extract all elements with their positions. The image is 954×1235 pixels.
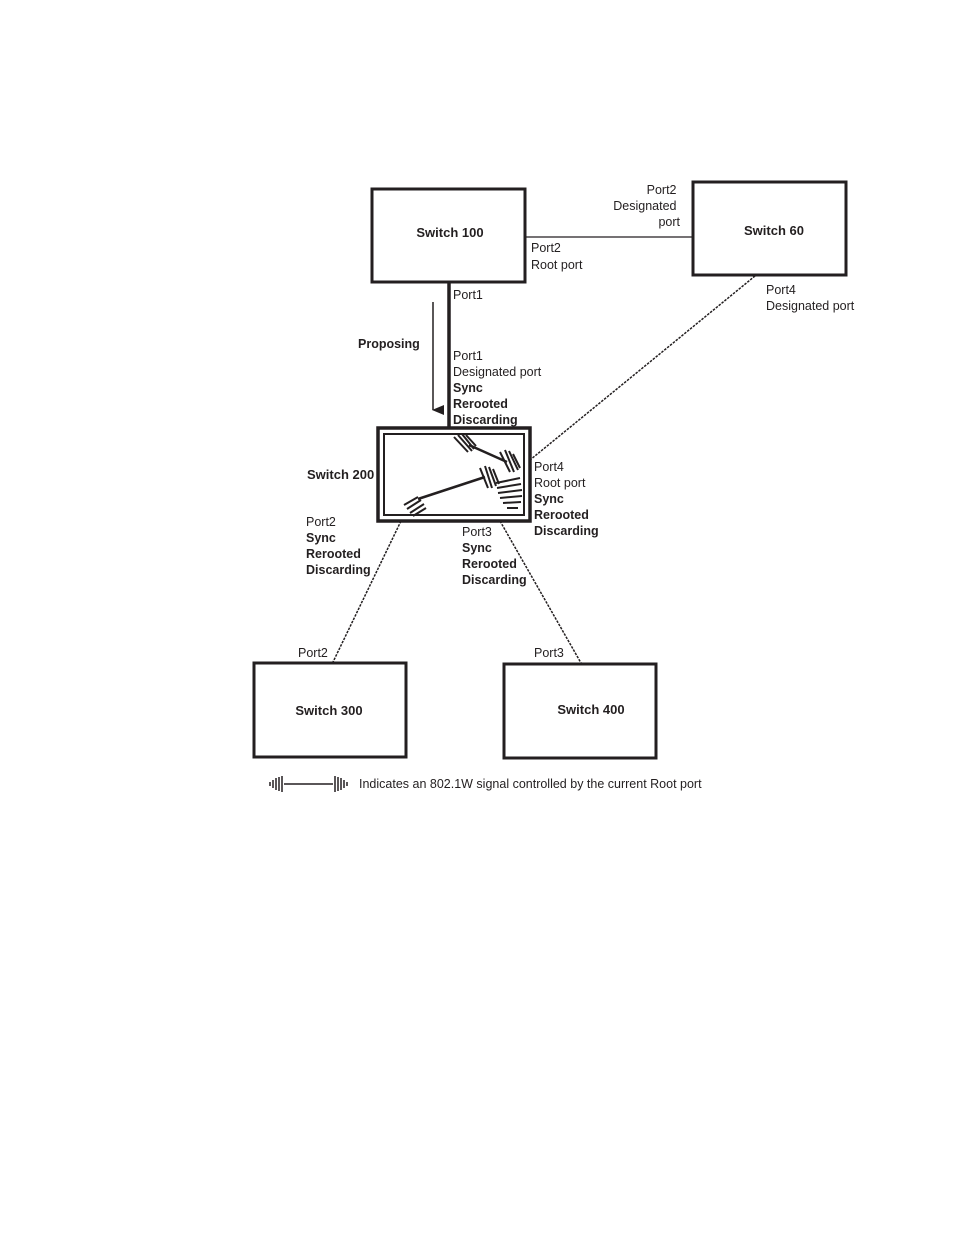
signal-wave-icon [269, 776, 283, 792]
signal-port1-to-port4 [453, 433, 521, 473]
switch-400-box [502, 662, 658, 760]
signal-wave-icon [334, 776, 348, 792]
signal-wave-icon [479, 465, 500, 489]
switch-60: Switch 60 [691, 180, 848, 277]
switch-100-label: Switch 100 [416, 225, 483, 240]
switch-200-inner-box [383, 433, 525, 516]
s200-port4-label: Port4 Root port Sync Rerooted Discarding [534, 458, 599, 538]
signal-port4-to-port2 [403, 465, 500, 517]
switch-400: Switch 400 [502, 662, 658, 760]
link-s200-s300 [332, 520, 402, 663]
signal-wave-icon [495, 477, 523, 509]
s200-port2-label: Port2 Sync Rerooted Discarding [306, 513, 371, 577]
switch-200: Switch 200 [307, 426, 532, 523]
s100-port1-label: Port1 [453, 288, 483, 302]
proposing-label: Proposing [358, 337, 420, 351]
link-s200-s400 [499, 520, 582, 664]
s60-port2-label: Port2 Designated port [613, 183, 680, 229]
s400-port3-label: Port3 [534, 646, 564, 660]
switch-400-label: Switch 400 [557, 702, 624, 717]
signal-port4-to-port3 [495, 477, 523, 509]
s200-port1-label: Port1 Designated port Sync Rerooted Disc… [453, 347, 546, 427]
s100-port2-label: Port2 Root port [531, 241, 583, 272]
signal-wave-icon [403, 496, 427, 517]
s200-port3-label: Port3 Sync Rerooted Discarding [462, 523, 527, 587]
signal-wave-icon [499, 449, 521, 473]
switch-200-label: Switch 200 [307, 467, 374, 482]
legend-text: Indicates an 802.1W signal controlled by… [359, 777, 702, 791]
switch-60-box [691, 180, 848, 277]
switch-60-label: Switch 60 [744, 223, 804, 238]
legend [269, 776, 348, 792]
switch-300: Switch 300 [252, 661, 408, 759]
s60-port4-label: Port4 Designated port [766, 283, 855, 313]
switch-100-box [370, 187, 527, 284]
switch-300-box [252, 661, 408, 759]
switch-100: Switch 100 [370, 187, 527, 284]
signal-wave-icon [453, 433, 477, 453]
switch-200-outer-box [376, 426, 532, 523]
link-s60-s200 [529, 275, 756, 461]
s300-port2-label: Port2 [298, 646, 328, 660]
switch-300-label: Switch 300 [295, 703, 362, 718]
